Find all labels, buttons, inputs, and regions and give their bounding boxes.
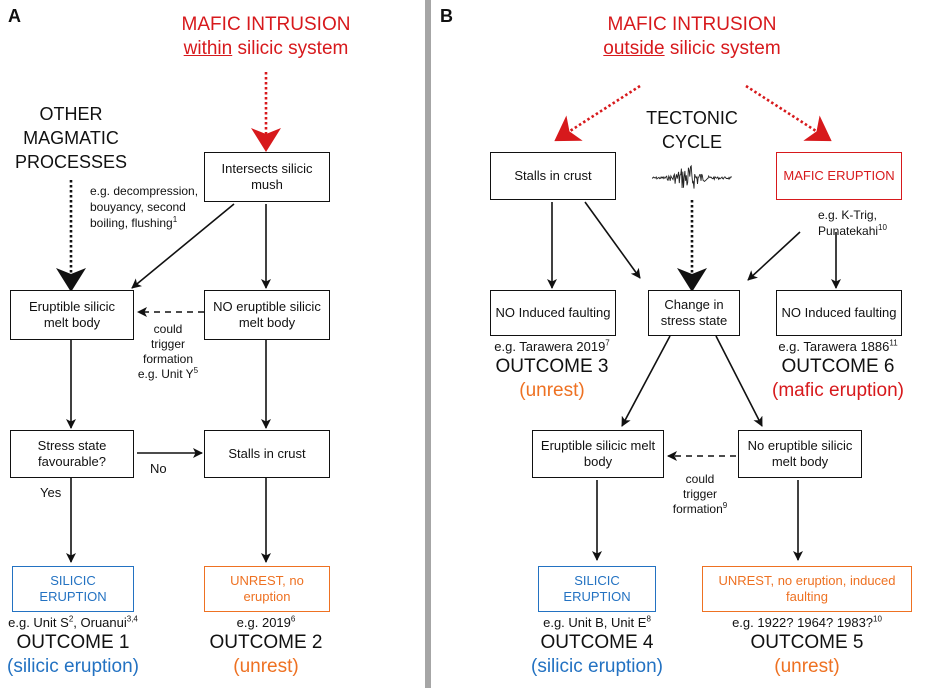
box-mafic-eruption: MAFIC ERUPTION	[776, 152, 902, 200]
outcome2-example: e.g. 20196	[236, 614, 296, 630]
outcome1-desc: (silicic eruption)	[7, 656, 139, 677]
panel-b-title-line2: outside silicic system	[603, 38, 780, 60]
panel-b-title-rest: silicic system	[669, 38, 781, 59]
b-could-trigger-line3: formation9	[672, 501, 728, 517]
a-could-trigger-line3: formation	[142, 352, 194, 366]
box-a-no-eruptible-melt: NO eruptible silicic melt body	[204, 290, 330, 340]
mafic-examples-line2: Punatekahi10	[818, 223, 887, 239]
other-processes-line3: PROCESSES	[14, 152, 128, 172]
box-b-silicic-eruption: SILICIC ERUPTION	[538, 566, 656, 612]
outcome5-desc: (unrest)	[774, 656, 840, 677]
outcome1-label: OUTCOME 1	[16, 632, 130, 653]
outcome3-desc: (unrest)	[519, 380, 585, 401]
other-examples-line2: bouyancy, second	[90, 200, 186, 214]
other-examples-line1: e.g. decompression,	[90, 184, 199, 198]
outcome4-desc: (silicic eruption)	[531, 656, 663, 677]
box-stress-favourable: Stress state favourable?	[10, 430, 134, 478]
box-b-unrest-faulting: UNREST, no eruption, induced faulting	[702, 566, 912, 612]
a-unit-y-example: e.g. Unit Y5	[137, 366, 199, 382]
panel-letter-a: A	[8, 6, 21, 26]
box-change-in-stress: Change in stress state	[648, 290, 740, 336]
outcome4-example: e.g. Unit B, Unit E8	[543, 614, 651, 630]
label-yes: Yes	[40, 485, 62, 500]
tectonic-line2: CYCLE	[661, 132, 723, 152]
a-could-trigger-line2: trigger	[150, 337, 186, 351]
panel-b-title-line1: MAFIC INTRUSION	[607, 14, 777, 35]
mafic-examples-line1: e.g. K-Trig,	[818, 208, 877, 222]
panel-a-title-underlined: within	[183, 38, 233, 59]
box-a-eruptible-melt: Eruptible silicic melt body	[10, 290, 134, 340]
arrow-a-intersects-to-eruptible	[131, 203, 235, 289]
other-examples-line3: boiling, flushing1	[90, 215, 178, 231]
box-b-no-faulting-left: NO Induced faulting	[490, 290, 616, 336]
panel-a-title-line1: MAFIC INTRUSION	[181, 14, 351, 35]
box-a-stalls-in-crust: Stalls in crust	[204, 430, 330, 478]
outcome2-label: OUTCOME 2	[209, 632, 323, 653]
outcome5-label: OUTCOME 5	[750, 632, 864, 653]
outcome6-label: OUTCOME 6	[781, 356, 895, 377]
box-b-stalls-in-crust: Stalls in crust	[490, 152, 616, 200]
a-could-trigger-line1: could	[153, 322, 183, 336]
outcome1-example: e.g. Unit S2, Oruanui3,4	[8, 614, 138, 630]
arrow-b-title-to-mafic	[745, 84, 832, 142]
outcome2-desc: (unrest)	[233, 656, 299, 677]
box-a-silicic-eruption: SILICIC ERUPTION	[12, 566, 134, 612]
panel-a-title-rest: silicic system	[237, 38, 349, 59]
box-b-no-eruptible-melt: No eruptible silicic melt body	[738, 430, 862, 478]
arrow-b-change-to-eruptible	[621, 335, 671, 427]
panel-letter-b: B	[440, 6, 453, 26]
outcome5-example: e.g. 1922? 1964? 1983?10	[732, 614, 882, 630]
box-a-unrest: UNREST, no eruption	[204, 566, 330, 612]
arrow-b-title-to-stalls	[554, 84, 641, 142]
other-processes-line2: MAGMATIC	[23, 128, 119, 148]
arrow-b-change-to-noeruptible	[715, 335, 763, 427]
outcome3-label: OUTCOME 3	[495, 356, 609, 377]
panel-divider	[425, 0, 431, 688]
other-processes-line1: OTHER	[39, 104, 103, 124]
outcome6-desc: (mafic eruption)	[772, 380, 904, 401]
box-intersects-silicic-mush: Intersects silicic mush	[204, 152, 330, 202]
tectonic-line1: TECTONIC	[646, 108, 738, 128]
label-no: No	[150, 461, 167, 476]
seismogram-icon	[651, 164, 732, 189]
box-b-no-faulting-right: NO Induced faulting	[776, 290, 902, 336]
outcome3-example: e.g. Tarawera 20197	[494, 338, 610, 354]
outcome6-example: e.g. Tarawera 188611	[778, 338, 898, 354]
box-b-eruptible-melt: Eruptible silicic melt body	[532, 430, 664, 478]
panel-a-title-line2: within silicic system	[184, 38, 349, 60]
outcome4-label: OUTCOME 4	[540, 632, 654, 653]
arrow-b-mafic-to-change	[747, 231, 801, 281]
b-could-trigger-line1: could	[685, 472, 715, 486]
arrow-b-stalls-to-change	[584, 201, 641, 279]
b-could-trigger-line2: trigger	[682, 487, 718, 501]
panel-b-title-underlined: outside	[603, 38, 665, 59]
